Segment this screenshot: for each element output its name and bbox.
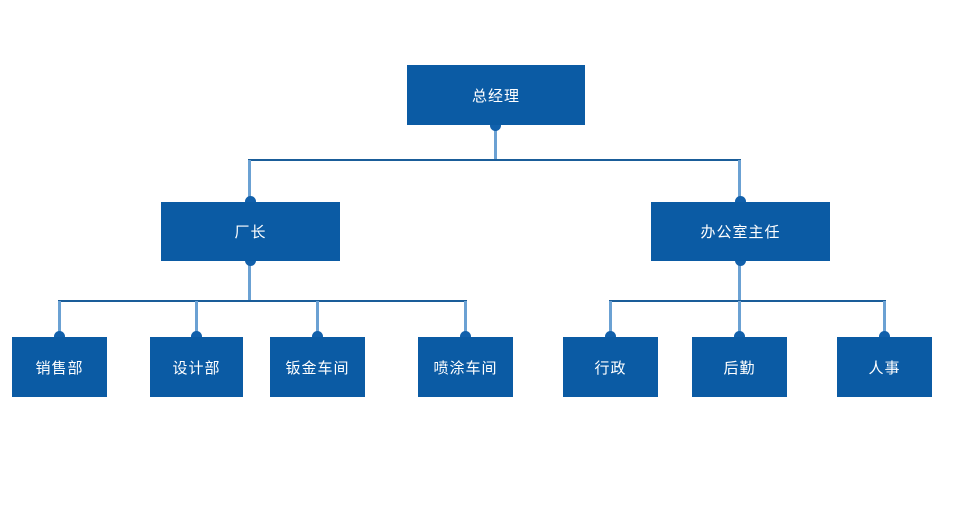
connector-dot bbox=[605, 331, 616, 342]
connector-dot bbox=[245, 196, 256, 207]
org-node-administration[interactable]: 行政 bbox=[563, 337, 658, 397]
org-node-design-dept[interactable]: 设计部 bbox=[150, 337, 243, 397]
org-node-painting-workshop[interactable]: 喷涂车间 bbox=[418, 337, 513, 397]
connector-line-horizontal bbox=[609, 300, 886, 302]
connector-line-vertical bbox=[316, 301, 319, 337]
connector-line-vertical bbox=[609, 301, 612, 337]
connector-line-vertical bbox=[738, 301, 741, 337]
node-label: 后勤 bbox=[723, 359, 756, 377]
node-label: 厂长 bbox=[234, 224, 267, 241]
connector-dot bbox=[54, 331, 65, 342]
node-label: 销售部 bbox=[35, 359, 84, 377]
connector-line-horizontal bbox=[58, 300, 467, 302]
connector-line-vertical bbox=[738, 261, 741, 301]
connector-line-vertical bbox=[248, 160, 251, 202]
connector-line-vertical bbox=[195, 301, 198, 337]
node-label: 钣金车间 bbox=[285, 359, 350, 377]
org-node-hr[interactable]: 人事 bbox=[837, 337, 932, 397]
connector-line-vertical bbox=[464, 301, 467, 337]
connector-line-vertical bbox=[58, 301, 61, 337]
node-label: 设计部 bbox=[172, 359, 221, 377]
connector-line-vertical bbox=[883, 301, 886, 337]
connector-dot bbox=[879, 331, 890, 342]
org-node-sales-dept[interactable]: 销售部 bbox=[12, 337, 107, 397]
node-label: 行政 bbox=[594, 359, 627, 377]
node-label: 人事 bbox=[868, 359, 901, 377]
org-node-general-manager[interactable]: 总经理 bbox=[407, 65, 585, 125]
org-node-sheet-metal-workshop[interactable]: 钣金车间 bbox=[270, 337, 365, 397]
connector-line-horizontal bbox=[248, 159, 741, 161]
connector-dot bbox=[734, 331, 745, 342]
node-label: 办公室主任 bbox=[700, 224, 781, 241]
node-label: 总经理 bbox=[471, 87, 520, 105]
connector-dot bbox=[191, 331, 202, 342]
node-label: 喷涂车间 bbox=[433, 359, 498, 377]
connector-line-vertical bbox=[494, 125, 497, 161]
connector-dot bbox=[312, 331, 323, 342]
org-node-factory-director[interactable]: 厂长 bbox=[161, 202, 340, 261]
connector-dot bbox=[735, 196, 746, 207]
org-node-office-director[interactable]: 办公室主任 bbox=[651, 202, 830, 261]
connector-line-vertical bbox=[738, 160, 741, 202]
connector-line-vertical bbox=[248, 261, 251, 301]
org-node-logistics[interactable]: 后勤 bbox=[692, 337, 787, 397]
connector-dot bbox=[490, 120, 501, 131]
connector-dot bbox=[460, 331, 471, 342]
